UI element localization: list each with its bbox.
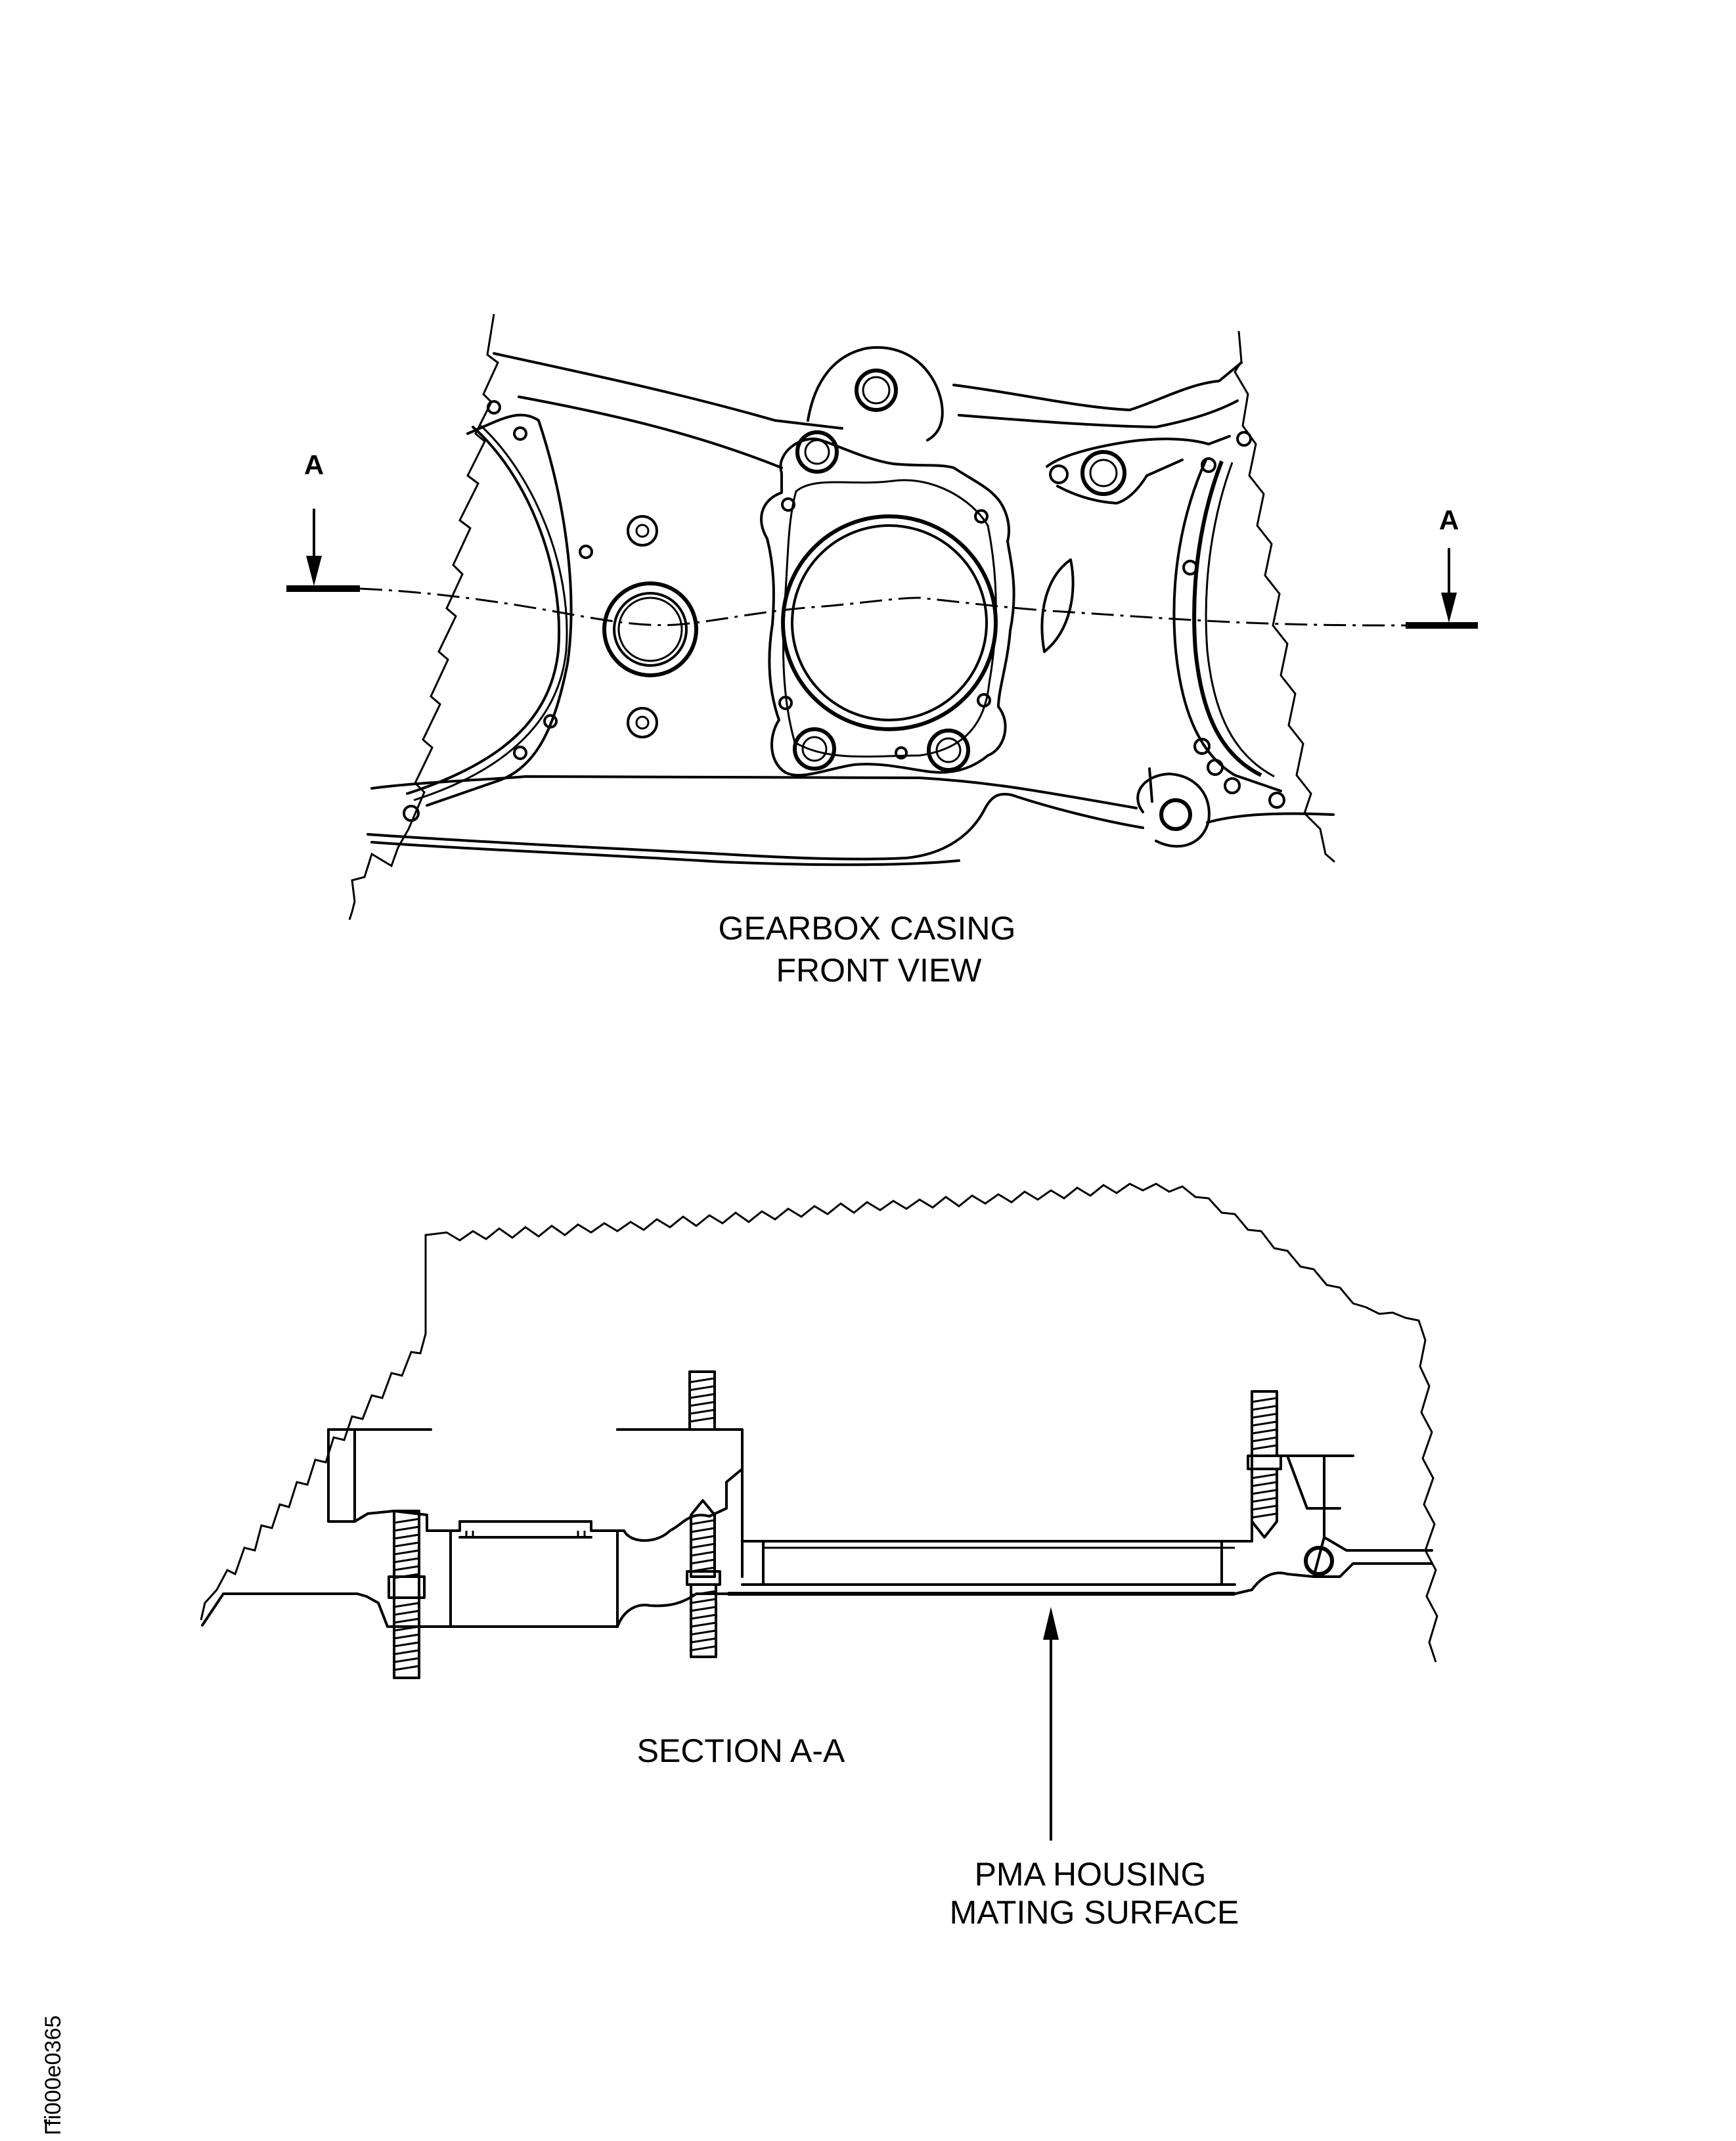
upper-rim-inner-right: [958, 399, 1239, 428]
main-flange-hole-2: [974, 509, 989, 524]
stud-right: [1247, 1390, 1282, 1539]
section-right-boss-step: [1286, 1454, 1433, 1552]
lower-right-lug-hole: [1159, 798, 1192, 831]
right-upper-small-hole: [1049, 464, 1069, 484]
lower-rail-top: [370, 775, 1138, 809]
main-flange-bolt-br: [927, 729, 970, 772]
section-inner-notch-left: [465, 1531, 474, 1537]
right-upper-arm: [1046, 435, 1231, 468]
section-base-profile: [201, 1592, 729, 1628]
left-flange-hole-5: [513, 746, 527, 760]
right-flange-hole-6: [1224, 777, 1241, 794]
figure-id: fi000e0365: [41, 2016, 66, 2126]
main-flange-hole-1: [781, 497, 795, 512]
lower-rail-underside: [370, 841, 960, 867]
main-flange-bolt-bl: [793, 727, 836, 771]
section-break-boundary: [200, 1183, 1438, 1663]
lower-rail-right: [1010, 794, 1144, 829]
right-flange-hole-7: [1268, 792, 1285, 809]
front-view-break-right: [1234, 330, 1335, 863]
right-flange-hole-5: [1207, 759, 1224, 776]
left-flange-hole-3: [579, 545, 593, 559]
right-upper-boss: [1080, 450, 1126, 496]
left-bore: [602, 581, 698, 677]
section-left-web: [353, 1510, 619, 1628]
left-flange-hole-2: [513, 426, 527, 441]
mating-surface-callout-arrow: [1043, 1607, 1059, 1841]
upper-rim-inner-left: [518, 395, 783, 469]
right-upper-arm-lower: [1056, 459, 1184, 505]
left-bore-arc-3: [413, 424, 568, 801]
lower-right-lug: [1136, 773, 1211, 848]
lower-rail-bottom: [367, 792, 1013, 861]
bottom-right-rail: [1206, 812, 1335, 824]
section-middle-boss: [616, 1428, 744, 1542]
section-right-floor: [1312, 1562, 1433, 1578]
callout-label-line1: PMA HOUSING: [975, 1856, 1207, 1893]
stud-left: [388, 1510, 426, 1679]
left-flange-hole-4: [543, 714, 558, 729]
section-inner-notch-right: [577, 1531, 586, 1537]
section-inner-web: [449, 1529, 592, 1628]
section-a-a-view: [200, 1183, 1438, 1841]
right-flange-hole-4: [1193, 738, 1211, 755]
lens-rib: [1040, 558, 1075, 653]
lower-right-lug-stem: [1148, 767, 1153, 803]
upper-rim-right: [952, 361, 1243, 411]
right-bore-outer-arc: [1172, 459, 1282, 792]
front-view-caption-line2: FRONT VIEW: [776, 952, 983, 989]
main-bore: [781, 514, 998, 731]
section-right-boss-hole: [1304, 1546, 1334, 1576]
right-flange-hole-1: [1236, 431, 1252, 447]
section-arrow-right: [1441, 548, 1457, 623]
section-marker-right: A: [1439, 505, 1459, 535]
main-flange-hole-4: [977, 693, 991, 708]
figure-id-block: fi000e0365: [41, 2016, 66, 2134]
main-flange-bolt-tl: [795, 430, 839, 474]
stud-middle: [686, 1370, 721, 1658]
callout-label-line2: MATING SURFACE: [950, 1894, 1239, 1931]
figure-id-corner-mark: [45, 2119, 60, 2134]
main-flange-inner: [782, 479, 997, 758]
right-bore-arc-3: [1205, 462, 1275, 778]
right-flange-hole-2: [1201, 457, 1216, 473]
boss-lower: [627, 707, 658, 738]
right-flange-hole-3: [1182, 560, 1198, 575]
upper-rim-left: [493, 352, 843, 430]
front-view-caption-line1: GEARBOX CASING: [719, 910, 1016, 947]
lifting-lug-hole: [855, 369, 898, 412]
main-flange-outline: [760, 438, 1015, 777]
main-flange-hole-5: [895, 746, 908, 759]
main-flange-hole-3: [778, 696, 793, 710]
section-arrow-left: [306, 508, 322, 586]
section-caption: SECTION A-A: [637, 1732, 845, 1769]
left-flange-hole-6: [403, 805, 420, 822]
lifting-lug: [807, 346, 944, 441]
left-bore-inner-arc: [406, 426, 560, 795]
right-bore-inner-arc: [1192, 460, 1262, 777]
section-marker-left: A: [304, 449, 324, 480]
boss-upper: [627, 515, 658, 547]
left-bore-outer-arc: [426, 413, 573, 807]
front-view-break-left: [348, 313, 499, 920]
section-cut-line: [359, 587, 1406, 627]
section-left-step: [327, 1428, 356, 1523]
gearbox-casing-front-view: [286, 313, 1478, 920]
left-flange-hole-1: [487, 400, 501, 415]
